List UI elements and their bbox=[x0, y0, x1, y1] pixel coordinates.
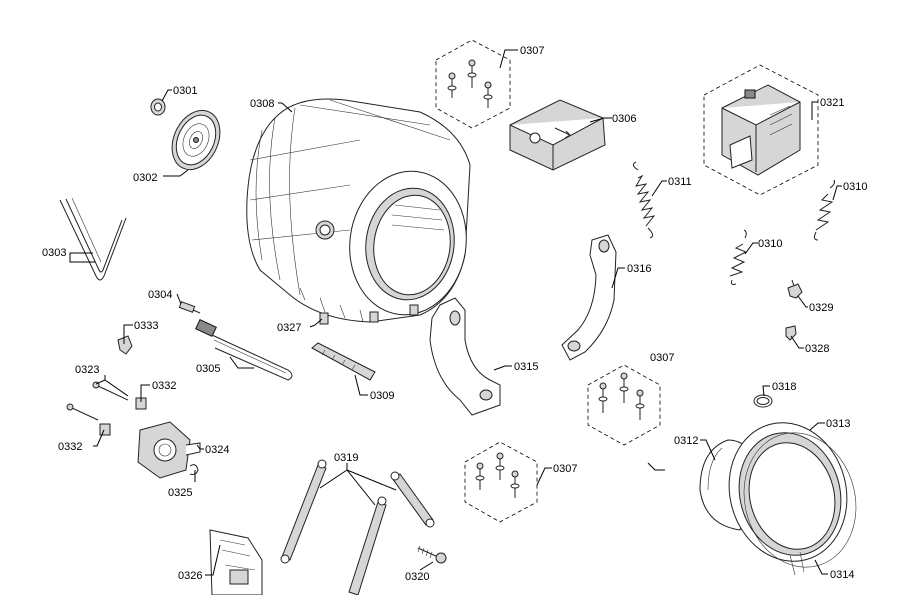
label-0319: 0319 bbox=[334, 452, 358, 464]
part-0324-pump bbox=[137, 421, 201, 479]
part-0319-shock-absorbers bbox=[280, 459, 435, 595]
label-0323: 0323 bbox=[75, 364, 99, 376]
label-0327: 0327 bbox=[277, 322, 301, 334]
part-0304-sensor bbox=[178, 301, 201, 314]
leader-lines bbox=[69, 49, 842, 576]
label-0305: 0305 bbox=[196, 363, 220, 375]
part-0306-cover bbox=[509, 99, 606, 171]
label-0313: 0313 bbox=[826, 418, 850, 430]
part-0313-ring bbox=[728, 422, 848, 562]
part-0307-fasteners-bottom bbox=[464, 441, 538, 523]
part-0320-bolt bbox=[417, 545, 447, 564]
label-0310-right: 0310 bbox=[843, 181, 867, 193]
label-0301: 0301 bbox=[173, 85, 197, 97]
label-0333: 0333 bbox=[134, 320, 158, 332]
part-0318-clamp bbox=[753, 394, 773, 408]
part-0308-tub bbox=[246, 98, 471, 323]
label-0314: 0314 bbox=[830, 569, 854, 581]
part-0315-counterweight bbox=[429, 297, 501, 416]
part-0303-belt bbox=[59, 197, 127, 281]
label-0329: 0329 bbox=[809, 302, 833, 314]
label-0318: 0318 bbox=[772, 381, 796, 393]
part-0321-motor bbox=[703, 64, 819, 196]
part-0311-spring bbox=[632, 161, 656, 239]
part-0305-heater bbox=[195, 319, 293, 381]
part-0301-nut bbox=[150, 98, 166, 116]
part-0302-pulley bbox=[171, 109, 221, 171]
label-0326: 0326 bbox=[178, 570, 202, 582]
label-0307-bottom: 0307 bbox=[553, 463, 577, 475]
label-0306: 0306 bbox=[612, 113, 636, 125]
part-0307-fasteners-top bbox=[435, 39, 511, 129]
part-0310-spring-left bbox=[729, 229, 748, 285]
part-0325-clip bbox=[189, 464, 199, 475]
part-0327-clip bbox=[319, 312, 329, 325]
label-0308: 0308 bbox=[250, 98, 274, 110]
part-0310-spring-right bbox=[813, 179, 835, 241]
part-0307-fasteners-middle bbox=[587, 364, 661, 446]
label-0321: 0321 bbox=[820, 97, 844, 109]
label-0328: 0328 bbox=[805, 343, 829, 355]
label-0332-left: 0332 bbox=[58, 441, 82, 453]
label-0312: 0312 bbox=[674, 435, 698, 447]
part-labels: 0301 0302 0303 0304 0305 0306 0307 0307 … bbox=[42, 45, 867, 583]
label-0307-top: 0307 bbox=[520, 45, 544, 57]
part-0326-module bbox=[209, 529, 263, 595]
label-0324: 0324 bbox=[205, 444, 229, 456]
label-0320: 0320 bbox=[405, 571, 429, 583]
part-0332-caps bbox=[99, 397, 147, 436]
label-0325: 0325 bbox=[168, 487, 192, 499]
label-0316: 0316 bbox=[627, 263, 651, 275]
label-0303: 0303 bbox=[42, 247, 66, 259]
part-0316-counterweight bbox=[561, 234, 617, 361]
label-0307-middle: 0307 bbox=[650, 352, 674, 364]
label-0310-left: 0310 bbox=[758, 238, 782, 250]
label-0332-right: 0332 bbox=[152, 380, 176, 392]
part-0328-clip bbox=[785, 325, 797, 341]
label-0304: 0304 bbox=[148, 289, 172, 301]
part-0333-bracket bbox=[117, 335, 133, 355]
part-0309-strip bbox=[311, 342, 376, 381]
part-0323-pins bbox=[66, 381, 129, 421]
part-0329-bracket bbox=[787, 279, 803, 299]
label-0302: 0302 bbox=[133, 172, 157, 184]
label-0311: 0311 bbox=[668, 176, 692, 188]
label-0309: 0309 bbox=[370, 390, 394, 402]
label-0315: 0315 bbox=[514, 361, 538, 373]
